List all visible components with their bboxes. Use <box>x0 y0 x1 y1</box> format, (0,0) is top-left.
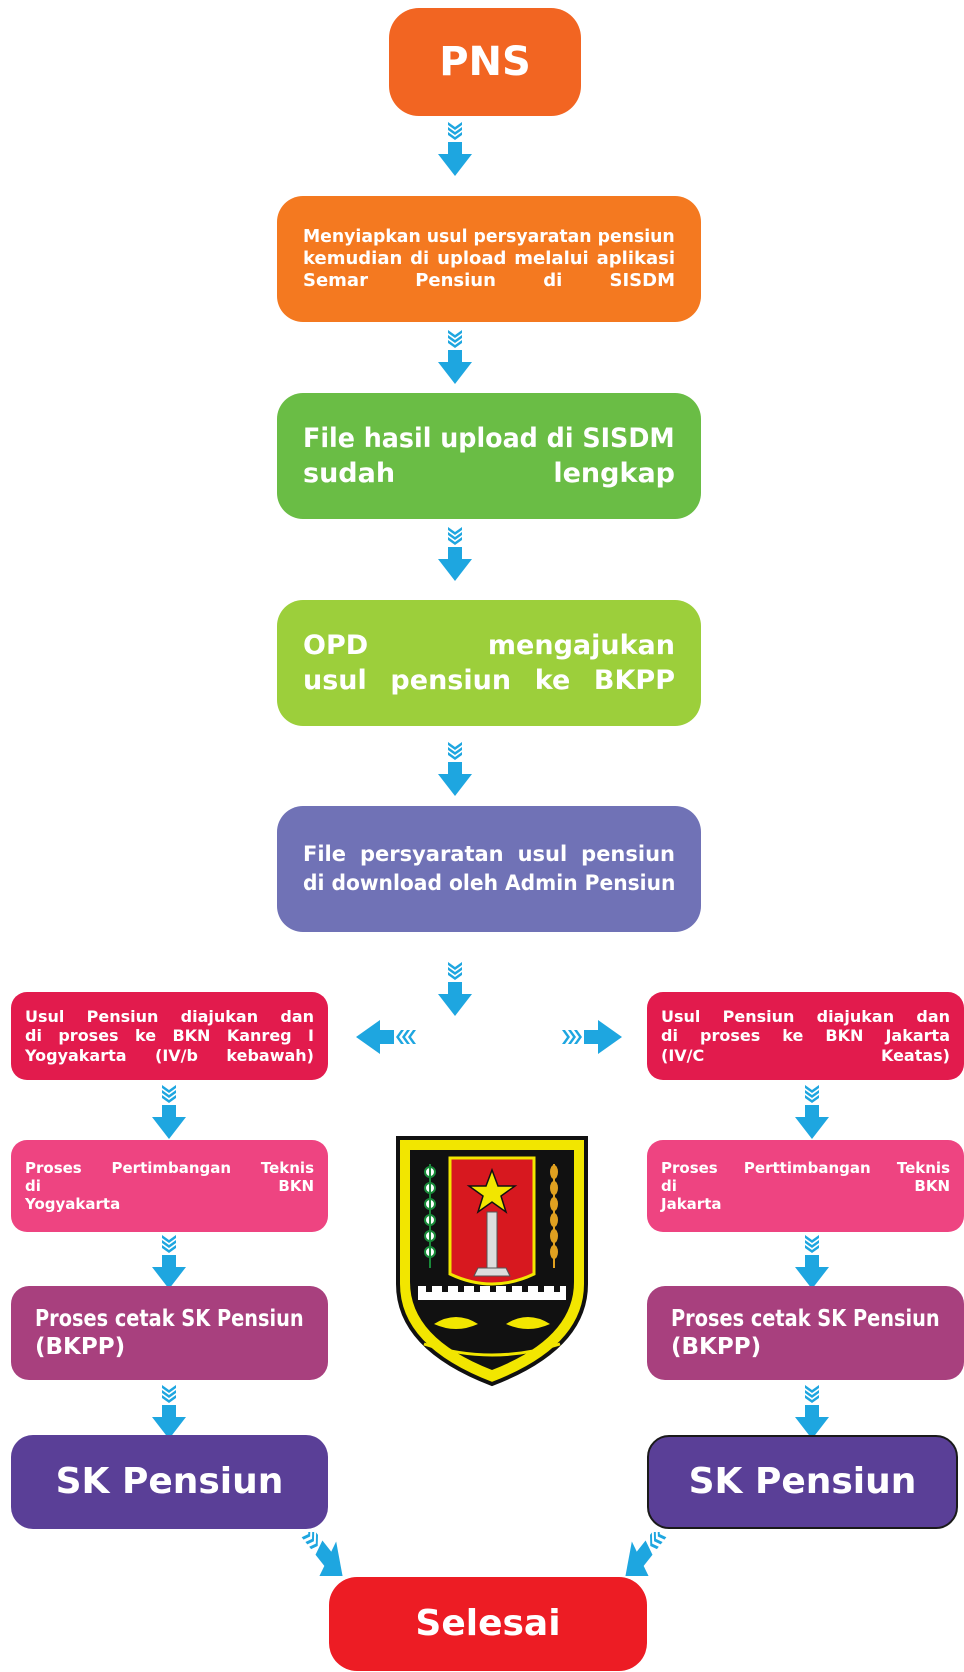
left-bkn-submit-node: Usul Pensiun diajukan dan di proses ke B… <box>11 992 328 1080</box>
left-technical-review-node: Proses Pertimbangan Teknis di BKN Yogyak… <box>11 1140 328 1232</box>
upload-complete-line-1: File hasil upload di SISDM <box>303 422 675 454</box>
finish-node: Selesai <box>329 1577 647 1671</box>
left-technical-review-line-1: Proses Pertimbangan Teknis <box>25 1158 314 1177</box>
right-sk-pensiun-node: SK Pensiun <box>647 1435 958 1529</box>
left-sk-pensiun-node: SK Pensiun <box>11 1435 328 1529</box>
pns-label: PNS <box>439 38 531 85</box>
left-technical-review-line-3: Yogyakarta <box>25 1195 121 1214</box>
down-arrow-icon <box>152 1235 186 1289</box>
opd-submit-node: OPD mengajukan usul pensiun ke BKPP <box>277 600 701 726</box>
right-print-sk-line-1: Proses cetak SK Pensiun <box>671 1305 940 1332</box>
down-arrow-icon <box>795 1085 829 1139</box>
right-technical-review-line-1: Proses Perttimbangan Teknis <box>661 1158 950 1177</box>
down-arrow-icon <box>438 742 472 796</box>
left-print-sk-line-1: Proses cetak SK Pensiun <box>35 1305 304 1332</box>
right-arrow-icon <box>562 1020 622 1054</box>
prepare-line-3: Semar Pensiun di SISDM <box>303 269 675 291</box>
down-arrow-icon <box>795 1235 829 1289</box>
left-bkn-submit-line-2: di proses ke BKN Kanreg I <box>25 1026 314 1046</box>
down-arrow-icon <box>438 962 472 1016</box>
download-node: File persyaratan usul pensiun di downloa… <box>277 806 701 932</box>
left-sk-pensiun-label: SK Pensiun <box>55 1461 284 1503</box>
right-bkn-submit-line-3: (IV/C Keatas) <box>661 1045 950 1065</box>
down-arrow-icon <box>152 1085 186 1139</box>
left-print-sk-node: Proses cetak SK Pensiun (BKPP) <box>11 1286 328 1380</box>
right-print-sk-line-2: (BKPP) <box>671 1334 762 1360</box>
diagonal-arrow-icon <box>300 1532 348 1576</box>
upload-complete-node: File hasil upload di SISDM sudah lengkap <box>277 393 701 519</box>
opd-submit-line-1: OPD mengajukan <box>303 629 675 661</box>
down-arrow-icon <box>438 122 472 176</box>
opd-submit-line-2: usul pensiun ke BKPP <box>303 665 675 696</box>
left-print-sk-line-2: (BKPP) <box>35 1334 126 1360</box>
right-technical-review-line-2: di BKN <box>661 1176 950 1195</box>
right-bkn-submit-node: Usul Pensiun diajukan dan di proses ke B… <box>647 992 964 1080</box>
right-technical-review-line-3: Jakarta <box>661 1195 722 1214</box>
down-arrow-icon <box>152 1385 186 1439</box>
prepare-line-1: Menyiapkan usul persyaratan pensiun <box>303 226 675 248</box>
left-bkn-submit-line-3: Yogyakarta (IV/b kebawah) <box>25 1045 314 1065</box>
down-arrow-icon <box>438 330 472 384</box>
pns-node: PNS <box>389 8 581 116</box>
down-arrow-icon <box>795 1385 829 1439</box>
right-bkn-submit-line-1: Usul Pensiun diajukan dan <box>661 1006 950 1026</box>
semarang-coat-of-arms-icon <box>396 1136 588 1387</box>
left-technical-review-line-2: di BKN <box>25 1176 314 1195</box>
diagonal-arrow-icon <box>620 1532 668 1576</box>
prepare-node: Menyiapkan usul persyaratan pensiun kemu… <box>277 196 701 322</box>
left-arrow-icon <box>356 1020 416 1054</box>
finish-label: Selesai <box>415 1603 561 1645</box>
right-sk-pensiun-label: SK Pensiun <box>688 1461 917 1503</box>
download-line-1: File persyaratan usul pensiun <box>303 841 675 866</box>
right-print-sk-node: Proses cetak SK Pensiun (BKPP) <box>647 1286 964 1380</box>
right-technical-review-node: Proses Perttimbangan Teknis di BKN Jakar… <box>647 1140 964 1232</box>
prepare-line-2: kemudian di upload melalui aplikasi <box>303 248 675 270</box>
download-line-2: di download oleh Admin Pensiun <box>303 871 676 895</box>
left-bkn-submit-line-1: Usul Pensiun diajukan dan <box>25 1006 314 1026</box>
upload-complete-line-2: sudah lengkap <box>303 458 675 489</box>
right-bkn-submit-line-2: di proses ke BKN Jakarta <box>661 1026 950 1046</box>
down-arrow-icon <box>438 527 472 581</box>
